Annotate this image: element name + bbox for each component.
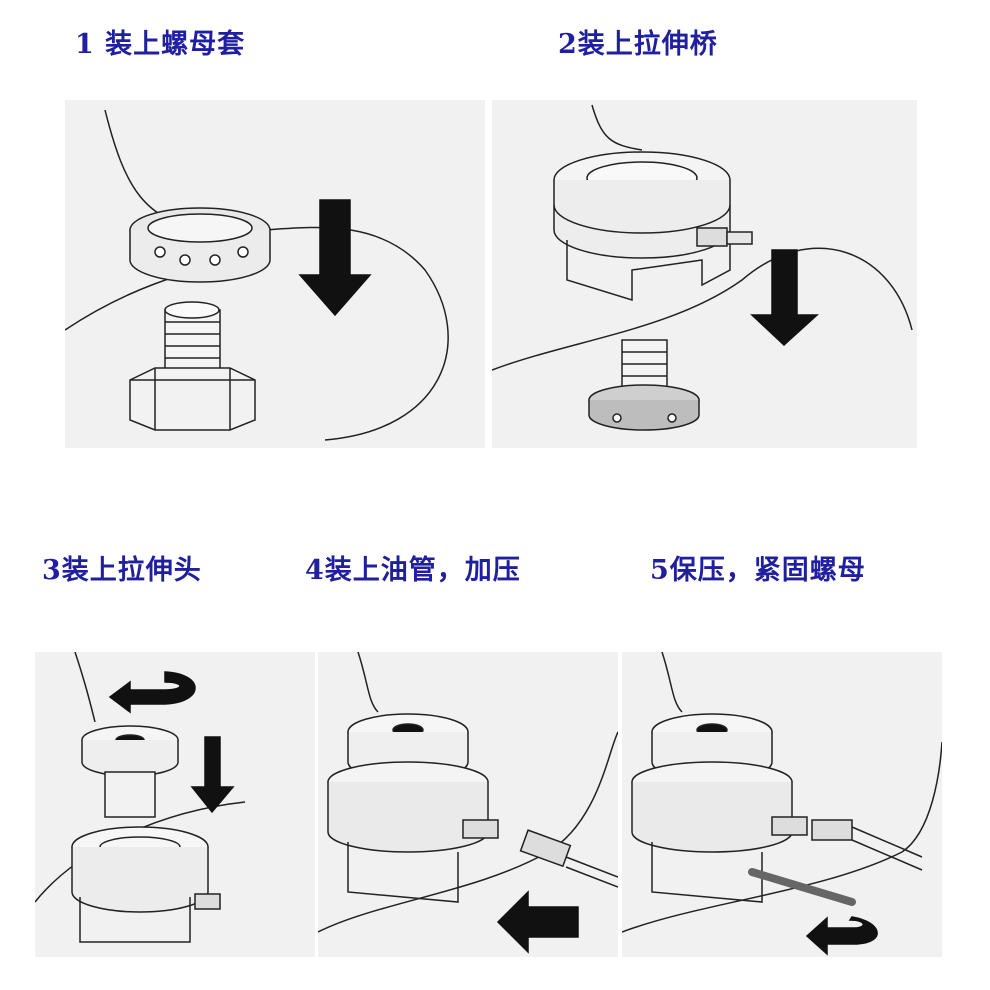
tensioner-assembly: [632, 714, 922, 902]
rotate-arrow: [110, 672, 195, 712]
hydraulic-hose: [521, 830, 618, 887]
tension-head: [82, 726, 178, 817]
step-5-title: 5保压，紧固螺母: [650, 555, 866, 586]
nut-sleeve: [130, 208, 270, 282]
step-5-illustration: [622, 652, 942, 957]
bolt: [165, 302, 220, 385]
tensioner-assembly: [328, 714, 498, 902]
left-arrow: [498, 892, 578, 952]
step-3-title: 3装上拉伸头: [42, 555, 202, 586]
down-arrow: [752, 250, 817, 345]
step-3-illustration: [35, 652, 315, 957]
step-1-title: 1 装上螺母套: [75, 29, 246, 60]
rotate-arrow: [807, 917, 877, 954]
bolt-with-sleeve: [589, 340, 699, 430]
tension-bridge: [554, 152, 752, 300]
down-arrow: [300, 200, 370, 315]
down-arrow: [192, 737, 233, 812]
tension-bridge-mounted: [72, 827, 220, 942]
flange-outline: [622, 652, 942, 932]
tommy-bar: [752, 872, 852, 902]
hex-nut: [130, 368, 255, 430]
flange-outline: [492, 105, 912, 370]
step-4-title: 4装上油管，加压: [305, 555, 521, 586]
step-4-illustration: [318, 652, 618, 957]
step-1-illustration: [65, 100, 485, 448]
step-2-illustration: [492, 100, 917, 448]
step-2-title: 2装上拉伸桥: [558, 29, 718, 60]
